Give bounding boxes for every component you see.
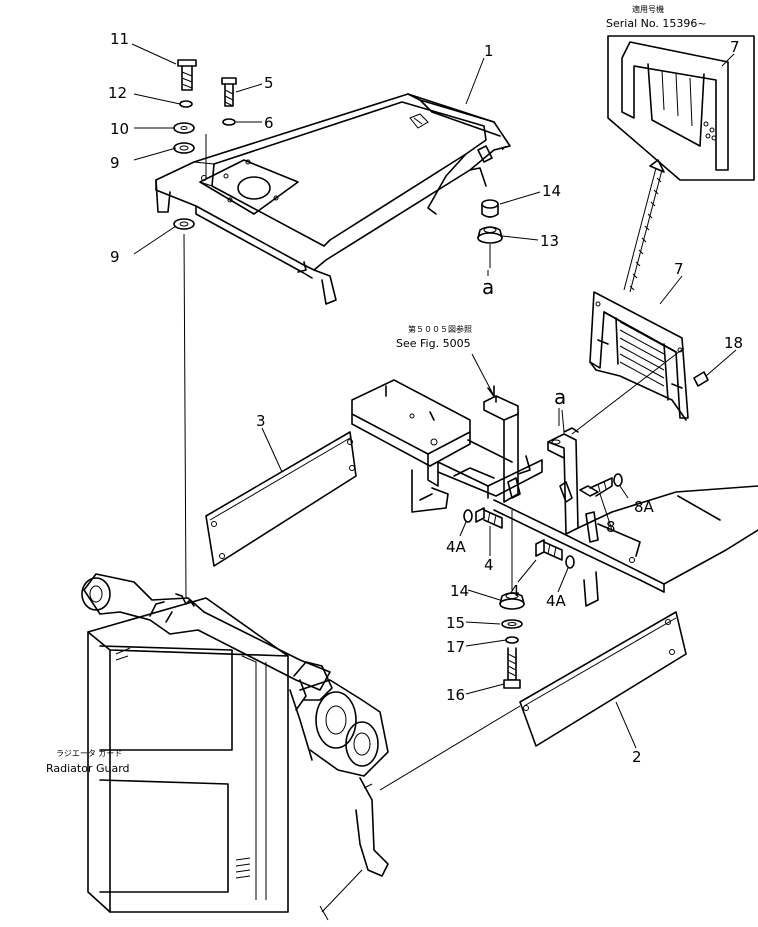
washer-6 (222, 118, 236, 126)
callout-labels: 11 12 10 9 9 5 6 1 14 13 7 7 18 3 4A 4 4… (108, 30, 743, 766)
bolt-12 (503, 647, 521, 689)
label-6: 6 (264, 114, 274, 132)
see-fig-note-jp: 第５００５図参照 (408, 324, 472, 334)
washer-4A-right (565, 555, 575, 569)
inset-arrow (623, 159, 665, 293)
bolt-5 (221, 77, 237, 107)
label-4-right: 4 (510, 582, 520, 600)
label-7-inset: 7 (730, 38, 740, 56)
label-3: 3 (256, 412, 266, 430)
label-1: 1 (484, 42, 494, 60)
washer-4A-left (463, 509, 473, 523)
label-2: 2 (632, 748, 642, 766)
label-11: 15 (446, 614, 465, 632)
bolt-8 (579, 477, 613, 497)
notes: 適用号機 Serial No. 15396~ 第５００５図参照 See Fig.… (46, 4, 707, 775)
bushing-10 (481, 199, 499, 218)
label-4-left: 4 (484, 556, 494, 574)
connection-a (571, 347, 685, 435)
label-13: 17 (446, 638, 465, 656)
assembly-line-left (183, 233, 187, 599)
label-14-bottom: 9 (110, 248, 120, 266)
ref-a-top: a (482, 275, 494, 299)
radiator-guard (81, 573, 389, 921)
label-12: 16 (446, 686, 465, 704)
label-18: 18 (724, 334, 743, 352)
panel-3 (205, 431, 357, 567)
guard-7 (589, 291, 689, 421)
serial-inset (607, 35, 755, 181)
washer-17 (179, 100, 193, 108)
label-14-top: 9 (110, 154, 120, 172)
label-8A: 8A (634, 498, 655, 516)
washer-14-top (173, 142, 195, 154)
radiator-note-jp: ラジエータ ガード (56, 748, 122, 758)
plug-18 (693, 371, 709, 387)
serial-note-en: Serial No. 15396~ (606, 17, 707, 30)
label-4A-right: 4A (546, 592, 567, 610)
washer-11 (501, 619, 523, 629)
label-10: 14 (542, 182, 561, 200)
panel-2 (519, 571, 687, 747)
leader-lines (131, 43, 737, 749)
main-frame (351, 379, 758, 593)
washer-13 (505, 636, 519, 644)
label-16: 11 (110, 30, 129, 48)
washer-14-bottom (173, 218, 195, 230)
label-4A-left: 4A (446, 538, 467, 556)
cover-1 (155, 93, 511, 305)
radiator-note-en: Radiator Guard (46, 762, 130, 775)
label-17: 12 (108, 84, 127, 102)
label-8: 8 (606, 518, 616, 536)
mount-9-bottom (499, 592, 525, 610)
ref-a-mid: a (554, 385, 566, 409)
label-9-bottom: 14 (450, 582, 469, 600)
label-15: 10 (110, 120, 129, 138)
bolt-4-left (475, 507, 503, 529)
panel-2-leader-line (379, 705, 521, 791)
label-7: 7 (674, 260, 684, 278)
serial-note-jp: 適用号機 (632, 4, 664, 14)
label-9-top: 13 (540, 232, 559, 250)
bolt-16 (177, 59, 197, 91)
label-5: 5 (264, 74, 274, 92)
see-fig-note-en: See Fig. 5005 (396, 337, 471, 350)
washer-8A (613, 473, 623, 487)
see-fig-leader (471, 353, 495, 397)
washer-15 (173, 122, 195, 134)
bolt-4-right (535, 539, 563, 561)
mount-9-top (477, 226, 503, 268)
